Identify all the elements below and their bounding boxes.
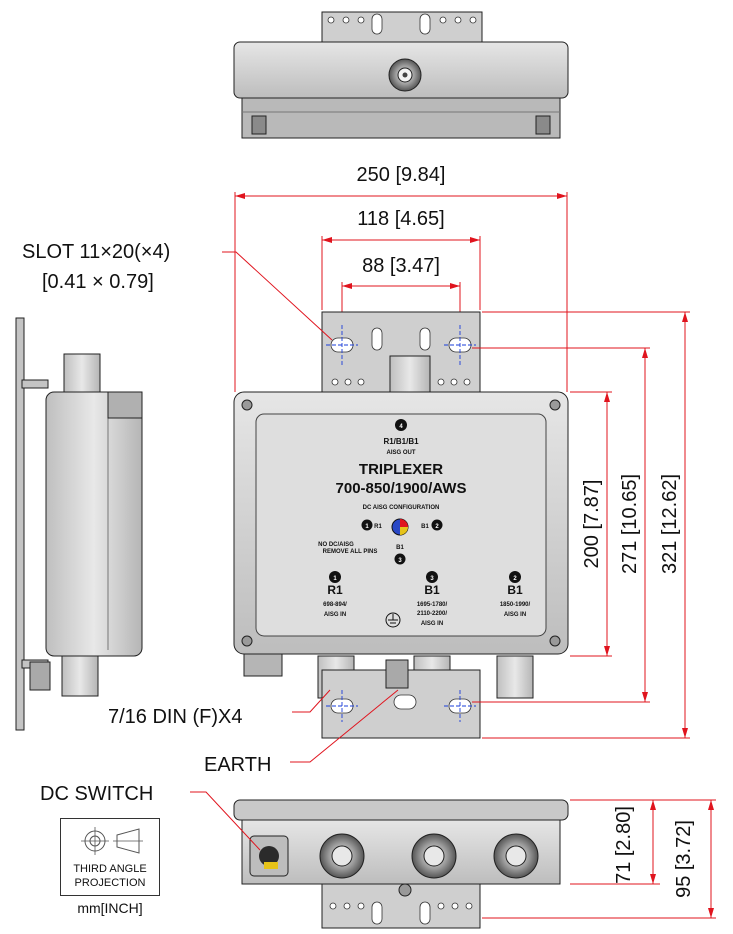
cfg-b1: B1 bbox=[421, 524, 429, 530]
dim-width-88: 88 [3.47] bbox=[362, 255, 440, 277]
port1-number: 1 bbox=[333, 576, 337, 582]
dim-width-118: 118 [4.65] bbox=[357, 208, 444, 230]
cfg-r1: R1 bbox=[374, 524, 382, 530]
dc-switch-callout: DC SWITCH bbox=[40, 783, 153, 805]
side-bracket bbox=[15, 317, 25, 731]
port2-sub: AISG IN bbox=[504, 612, 526, 618]
dc-config-title: DC AISG CONFIGURATION bbox=[363, 505, 440, 511]
lower-bracket-holes bbox=[330, 694, 472, 714]
port4-sub: AISG OUT bbox=[386, 450, 415, 456]
cfg-3: 3 bbox=[398, 558, 402, 564]
no-dc-line2: REMOVE ALL PINS bbox=[323, 549, 378, 555]
side-top-connector bbox=[63, 353, 101, 395]
dim-depth-71: 71 [2.80] bbox=[613, 806, 635, 884]
dc-switch-front bbox=[243, 653, 283, 677]
earth-stud bbox=[385, 659, 409, 689]
front-top-connector bbox=[389, 355, 431, 395]
depth-dimensions bbox=[482, 799, 716, 919]
slot-callout-line2: [0.41 × 0.79] bbox=[42, 271, 154, 293]
port3-number: 3 bbox=[430, 576, 434, 582]
cfg-1: 1 bbox=[365, 524, 369, 530]
port2-band: B1 bbox=[507, 583, 523, 597]
port1-sub: AISG IN bbox=[324, 612, 346, 618]
din-connector-2 bbox=[496, 655, 534, 699]
port1-band: R1 bbox=[327, 583, 343, 597]
port4-number: 4 bbox=[399, 424, 403, 430]
port3-freq2: 2110-2200/ bbox=[417, 611, 447, 617]
side-view bbox=[15, 317, 143, 731]
top-housing-base bbox=[241, 97, 561, 139]
height-dimensions bbox=[472, 311, 690, 739]
callout-leaders bbox=[190, 251, 399, 851]
cfg-b1-bottom: B1 bbox=[396, 545, 404, 551]
slot-callout-line1: SLOT 11×20(×4) bbox=[22, 241, 170, 263]
label-plate-text: 4 R1/B1/B1 AISG OUT TRIPLEXER 700-850/19… bbox=[318, 419, 531, 628]
no-dc-line1: NO DC/AISG bbox=[318, 542, 354, 548]
projection-symbol-box: THIRD ANGLE PROJECTION bbox=[60, 818, 160, 896]
projection-line1: THIRD ANGLE bbox=[73, 863, 147, 875]
bottom-view bbox=[233, 799, 569, 929]
port2-freq: 1850-1990/ bbox=[500, 602, 531, 608]
third-angle-projection-icon bbox=[81, 827, 143, 855]
port3-band: B1 bbox=[424, 583, 440, 597]
ground-icon bbox=[385, 612, 401, 628]
port4-name: R1/B1/B1 bbox=[383, 437, 419, 446]
earth-callout: EARTH bbox=[204, 754, 271, 776]
dim-height-271: 271 [10.65] bbox=[619, 474, 641, 574]
port3-freq: 1695-1780/ bbox=[417, 602, 448, 608]
top-view bbox=[233, 11, 569, 139]
dim-height-200: 200 [7.87] bbox=[581, 480, 603, 569]
port2-number: 2 bbox=[513, 576, 517, 582]
units-label: mm[INCH] bbox=[77, 900, 143, 916]
upper-bracket-holes bbox=[330, 327, 472, 386]
port1-freq: 698-894/ bbox=[323, 602, 347, 608]
port3-sub: AISG IN bbox=[421, 621, 443, 627]
side-housing bbox=[45, 391, 143, 657]
cfg-2: 2 bbox=[435, 524, 439, 530]
din-callout: 7/16 DIN (F)X4 bbox=[108, 706, 242, 728]
dim-height-321: 321 [12.62] bbox=[659, 474, 681, 574]
dim-depth-95: 95 [3.72] bbox=[673, 820, 695, 898]
side-bottom-connector bbox=[61, 655, 99, 697]
plate-subtitle: 700-850/1900/AWS bbox=[336, 480, 467, 497]
projection-line2: PROJECTION bbox=[74, 877, 146, 889]
dim-width-250: 250 [9.84] bbox=[357, 164, 446, 186]
plate-title: TRIPLEXER bbox=[359, 461, 443, 478]
